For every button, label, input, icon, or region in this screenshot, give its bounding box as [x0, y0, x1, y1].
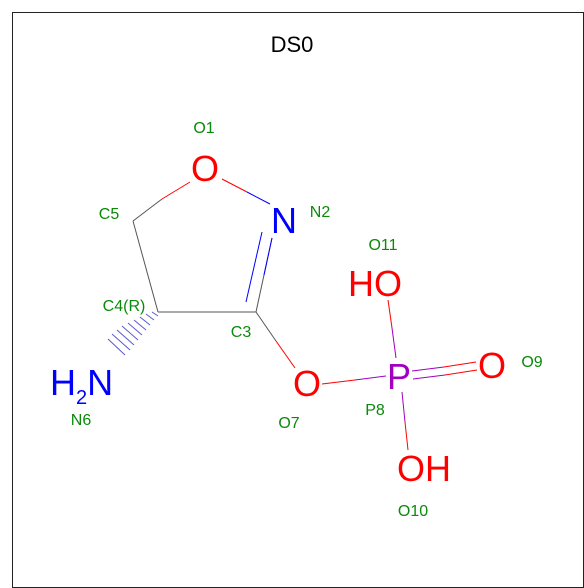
molecule-title: DS0 — [271, 32, 314, 57]
bond-p8-o11-phosphorus-half — [391, 327, 397, 359]
bond-c5-c4 — [132, 220, 159, 313]
atom-o1-symbol: O — [191, 148, 219, 189]
atom-n6-symbol: H2N — [50, 362, 113, 409]
label-n2: N2 — [310, 204, 331, 221]
atom-n6-subscript: 2 — [76, 387, 87, 409]
label-o9: O9 — [521, 354, 542, 371]
label-c5: C5 — [99, 206, 120, 223]
bond-o1-c5-carbon-half — [132, 198, 163, 222]
atom-n6-h: H — [50, 362, 76, 403]
label-o1: O1 — [193, 120, 214, 137]
bond-p8-o9-b-oxygen — [444, 369, 478, 376]
label-p8: P8 — [365, 402, 385, 419]
atom-p8-symbol: P — [387, 356, 411, 397]
atom-n6-n: N — [87, 362, 113, 403]
bond-c3-o7-oxygen-half — [275, 340, 296, 369]
canvas-frame — [12, 12, 584, 588]
label-n6: N6 — [71, 412, 92, 429]
label-c4: C4(R) — [103, 298, 146, 315]
bond-o1-n2-nitrogen-half — [246, 191, 271, 205]
atom-n2-symbol: N — [271, 200, 297, 241]
bond-o7-p8-phosphorus-half — [354, 375, 387, 381]
atoms: O N O P O OH HO H2N — [50, 148, 506, 489]
bonds — [107, 178, 478, 451]
bond-p8-o10-oxygen-half — [404, 421, 409, 451]
bond-p8-o9-a-phosphorus — [411, 366, 445, 372]
label-c3: C3 — [231, 324, 252, 341]
bond-o7-p8-oxygen-half — [321, 379, 356, 385]
bond-c3-n2-a-nitrogen — [263, 237, 273, 276]
bond-p8-o11-oxygen-half — [387, 299, 393, 329]
label-o7: O7 — [278, 415, 299, 432]
bond-p8-o10-phosphorus-half — [401, 391, 406, 423]
atom-o10-symbol: OH — [397, 448, 451, 489]
atom-o9-symbol: O — [478, 345, 506, 386]
atom-labels: O1 N2 C3 C4(R) C5 N6 O7 P8 O9 O10 O11 — [71, 120, 543, 520]
bond-o1-c5-oxygen-half — [161, 181, 191, 200]
label-o11: O11 — [368, 237, 397, 254]
bond-p8-o9-a-oxygen — [443, 361, 477, 368]
atom-o7-symbol: O — [293, 363, 321, 404]
bond-c4-n6-hashed-wedge — [107, 311, 159, 356]
bond-c3-n2-b — [245, 231, 263, 303]
bond-o1-n2-oxygen-half — [221, 178, 248, 193]
label-o10: O10 — [398, 503, 428, 520]
bond-c3-o7-carbon-half — [255, 311, 277, 342]
atom-o11-symbol: HO — [348, 263, 402, 304]
bond-p8-o9-b-phosphorus — [412, 374, 446, 380]
